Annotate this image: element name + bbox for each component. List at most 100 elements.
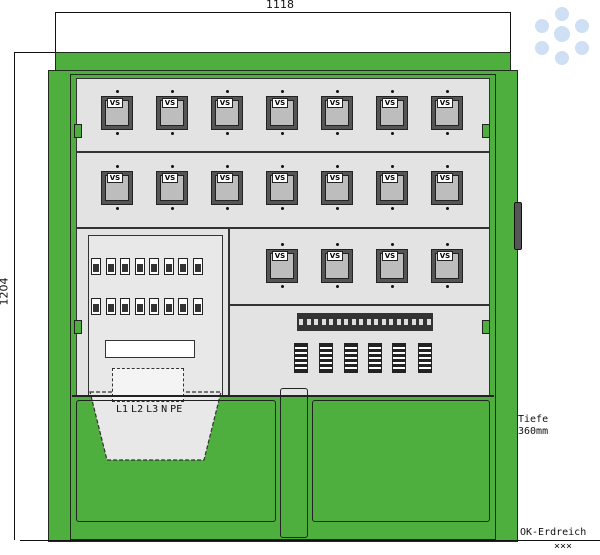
fuse-group — [368, 343, 382, 373]
screw — [226, 207, 229, 210]
meter: VS — [101, 171, 133, 205]
meter: VS — [101, 96, 133, 130]
depth-line1: Tiefe — [518, 414, 549, 425]
meter: VS — [376, 96, 408, 130]
depth-line2: 360mm — [518, 426, 549, 437]
meter: VS — [266, 171, 298, 205]
meter-label: VS — [162, 173, 178, 183]
circuit-breaker — [163, 298, 174, 315]
meter-label: VS — [327, 98, 343, 108]
screw — [281, 132, 284, 135]
breaker-module — [381, 319, 386, 325]
meter-label: VS — [327, 173, 343, 183]
base-panel-left — [76, 400, 276, 522]
fuse-group — [418, 343, 432, 373]
width-dimension-line — [55, 12, 510, 13]
screw — [391, 243, 394, 246]
screw — [336, 207, 339, 210]
meter: VS — [211, 96, 243, 130]
screw — [391, 165, 394, 168]
panel-divider — [76, 227, 490, 229]
circuit-breaker — [149, 298, 159, 315]
breaker-module — [411, 319, 416, 325]
screw — [391, 207, 394, 210]
meter-label: VS — [272, 98, 288, 108]
screw — [336, 165, 339, 168]
panel-divider — [228, 228, 230, 396]
breaker-module — [306, 319, 311, 325]
screw — [116, 165, 119, 168]
dimension-extension — [14, 52, 56, 53]
screw — [281, 90, 284, 93]
meter-label: VS — [272, 173, 288, 183]
screw — [391, 285, 394, 288]
screw — [171, 132, 174, 135]
breaker-module — [329, 319, 333, 325]
breaker-module — [366, 319, 371, 325]
fuse-group — [294, 343, 308, 373]
circuit-breaker — [134, 298, 145, 315]
circuit-breaker — [192, 298, 203, 315]
ground-line — [20, 540, 600, 541]
terminal-label-l2: L2 — [131, 404, 144, 415]
cabinet-roof — [55, 52, 511, 72]
screw — [116, 207, 119, 210]
breaker-module — [404, 319, 408, 325]
breaker-module — [336, 319, 341, 325]
meter-label: VS — [382, 251, 398, 261]
terminal-label-l3: L3 — [146, 404, 159, 415]
screw — [391, 132, 394, 135]
meter: VS — [431, 249, 463, 283]
meter: VS — [321, 96, 353, 130]
screw — [171, 165, 174, 168]
screw — [391, 90, 394, 93]
screw — [116, 90, 119, 93]
circuit-breaker — [192, 258, 203, 275]
meter-label: VS — [217, 98, 233, 108]
circuit-breaker — [178, 298, 188, 315]
circuit-breaker — [134, 258, 145, 275]
meter-label: VS — [382, 98, 398, 108]
meter: VS — [266, 249, 298, 283]
screw — [281, 243, 284, 246]
door-handle[interactable] — [514, 202, 522, 250]
screw — [226, 132, 229, 135]
meter: VS — [376, 171, 408, 205]
dimension-extension — [55, 12, 56, 54]
hinge — [74, 320, 82, 334]
meter: VS — [211, 171, 243, 205]
breaker-module — [389, 319, 393, 325]
breaker-module — [351, 319, 356, 325]
fuse-group — [344, 343, 358, 373]
screw — [446, 285, 449, 288]
breaker-module — [359, 319, 363, 325]
breaker-module — [344, 319, 348, 325]
circuit-breaker — [91, 258, 101, 275]
meter-label: VS — [107, 173, 123, 183]
screw — [171, 207, 174, 210]
breaker-module — [426, 319, 431, 325]
circuit-breaker — [149, 258, 159, 275]
panel-divider — [229, 304, 490, 306]
breaker-module — [374, 319, 378, 325]
meter-label: VS — [107, 98, 123, 108]
circuit-breaker — [120, 258, 130, 275]
meter: VS — [431, 171, 463, 205]
panel-divider — [76, 151, 490, 153]
circuit-breaker — [105, 298, 116, 315]
meter: VS — [321, 171, 353, 205]
breaker-module — [321, 319, 326, 325]
fuse-group — [319, 343, 333, 373]
ground-label: OK-Erdreich — [520, 527, 587, 538]
breaker-strip — [297, 313, 433, 331]
meter: VS — [156, 171, 188, 205]
circuit-breaker — [163, 258, 174, 275]
screw — [446, 90, 449, 93]
main-switch — [105, 340, 195, 358]
terminal-label-n: N — [161, 404, 168, 415]
logo-icon — [535, 7, 589, 65]
meter-label: VS — [162, 98, 178, 108]
breaker-module — [396, 319, 401, 325]
height-dimension-line — [14, 52, 15, 540]
